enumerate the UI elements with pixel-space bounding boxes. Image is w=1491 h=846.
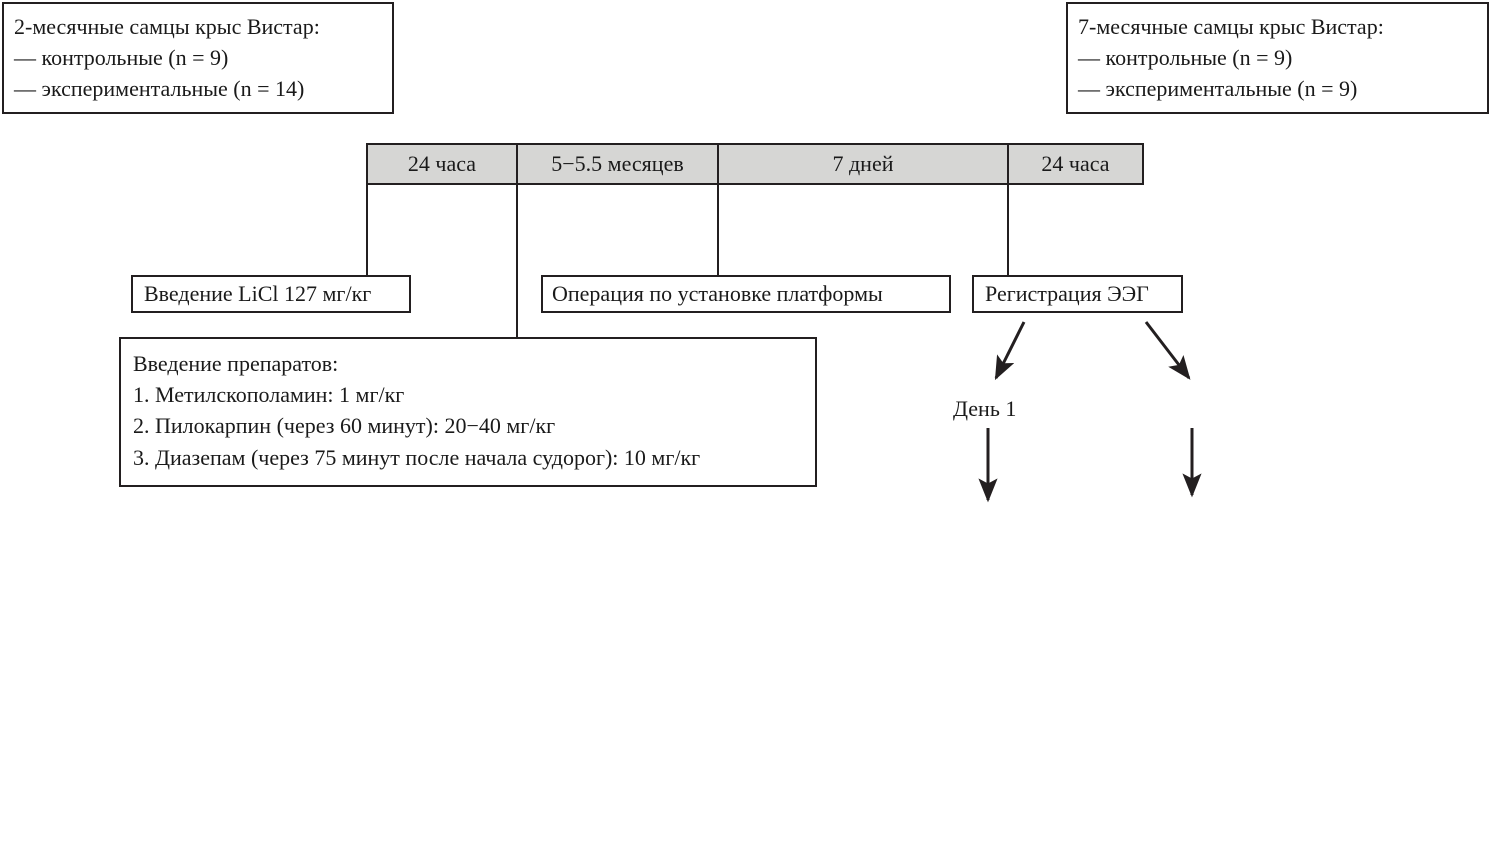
drugs-item-1: 1. Метилскополамин: 1 мг/кг <box>133 382 405 408</box>
stage-label-eeg: Регистрация ЭЭГ <box>985 281 1149 307</box>
stage-box-licl: Введение LiCl 127 мг/кг <box>131 275 411 313</box>
cohort-young-heading: 2-месячные самцы крыс Вистар: <box>14 14 320 39</box>
cohort-old-heading: 7-месячные самцы крыс Вистар: <box>1078 14 1384 39</box>
stage-label-licl: Введение LiCl 127 мг/кг <box>144 281 372 307</box>
connector-line-eeg <box>1007 185 1009 277</box>
stage-box-surgery: Операция по установке платформы <box>541 275 951 313</box>
connector-line-drugs <box>516 185 518 339</box>
timeline-cell-3: 7 дней <box>719 145 1009 183</box>
drugs-box: Введение препаратов: 1. Метилскополамин:… <box>119 337 817 487</box>
cohort-young-experimental: — экспериментальные (n = 14) <box>14 76 305 102</box>
drugs-item-2: 2. Пилокарпин (через 60 минут): 20−40 мг… <box>133 413 556 439</box>
cohort-old-experimental: — экспериментальные (n = 9) <box>1078 76 1358 102</box>
timeline-cell-2: 5−5.5 месяцев <box>518 145 719 183</box>
stage-box-eeg: Регистрация ЭЭГ <box>972 275 1183 313</box>
arrow-eeg-to-day1 <box>994 321 1026 381</box>
arrow-eeg-to-day2 <box>1144 321 1191 380</box>
cohort-old-control: — контрольные (n = 9) <box>1078 45 1293 71</box>
connector-line-licl <box>366 185 368 277</box>
drugs-item-3: 3. Диазепам (через 75 минут после начала… <box>133 444 701 470</box>
stage-label-surgery: Операция по установке платформы <box>552 281 883 307</box>
timeline-cell-4: 24 часа <box>1009 145 1142 183</box>
cohort-box-young: 2-месячные самцы крыс Вистар: — контроль… <box>2 2 394 114</box>
connector-line-surgery <box>717 185 719 277</box>
timeline-cell-1: 24 часа <box>368 145 518 183</box>
cohort-box-old: 7-месячные самцы крыс Вистар: — контроль… <box>1066 2 1489 114</box>
day1-label: День 1 <box>953 396 1017 421</box>
drugs-heading: Введение препаратов: <box>133 351 339 376</box>
timeline-bar: 24 часа 5−5.5 месяцев 7 дней 24 часа <box>366 143 1144 185</box>
cohort-young-control: — контрольные (n = 9) <box>14 45 229 71</box>
